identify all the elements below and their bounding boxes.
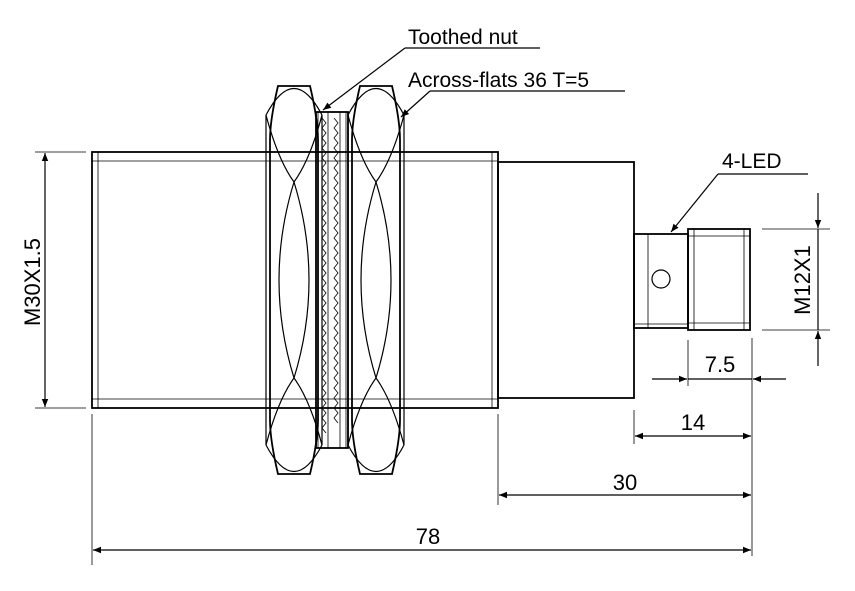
label-thread-connector: M12X1 [790,245,815,315]
toothed-nut [315,111,349,449]
connector-thread [687,228,751,331]
label-connector-length: 7.5 [705,352,736,377]
hex-nut-right [347,85,405,475]
rear-housing [497,161,635,399]
dimension-thread-connector: M12X1 [762,193,830,366]
callout-led: 4-LED [670,150,808,233]
label-led: 4-LED [722,150,782,173]
callout-across-flats: Across-flats 36 T=5 [400,69,625,118]
label-across-flats: Across-flats 36 T=5 [408,69,589,92]
hex-nut-left [265,85,323,475]
dimension-thread-main: M30X1.5 [20,151,86,409]
callout-toothed-nut: Toothed nut [322,26,540,111]
label-toothed-nut: Toothed nut [408,26,518,49]
dimension-overall-length: 78 [91,414,751,565]
led-window [651,269,671,289]
label-thread-main: M30X1.5 [20,238,45,326]
sensor-body [91,151,499,409]
dimension-thread-free-length: 30 [497,414,751,505]
dimension-connector-length: 7.5 [652,338,786,556]
label-overall-length: 78 [416,524,440,549]
label-rear-length: 14 [681,410,705,435]
dimension-rear-length: 14 [633,410,751,444]
connector-neck [633,233,689,329]
label-thread-free-length: 30 [613,470,637,495]
